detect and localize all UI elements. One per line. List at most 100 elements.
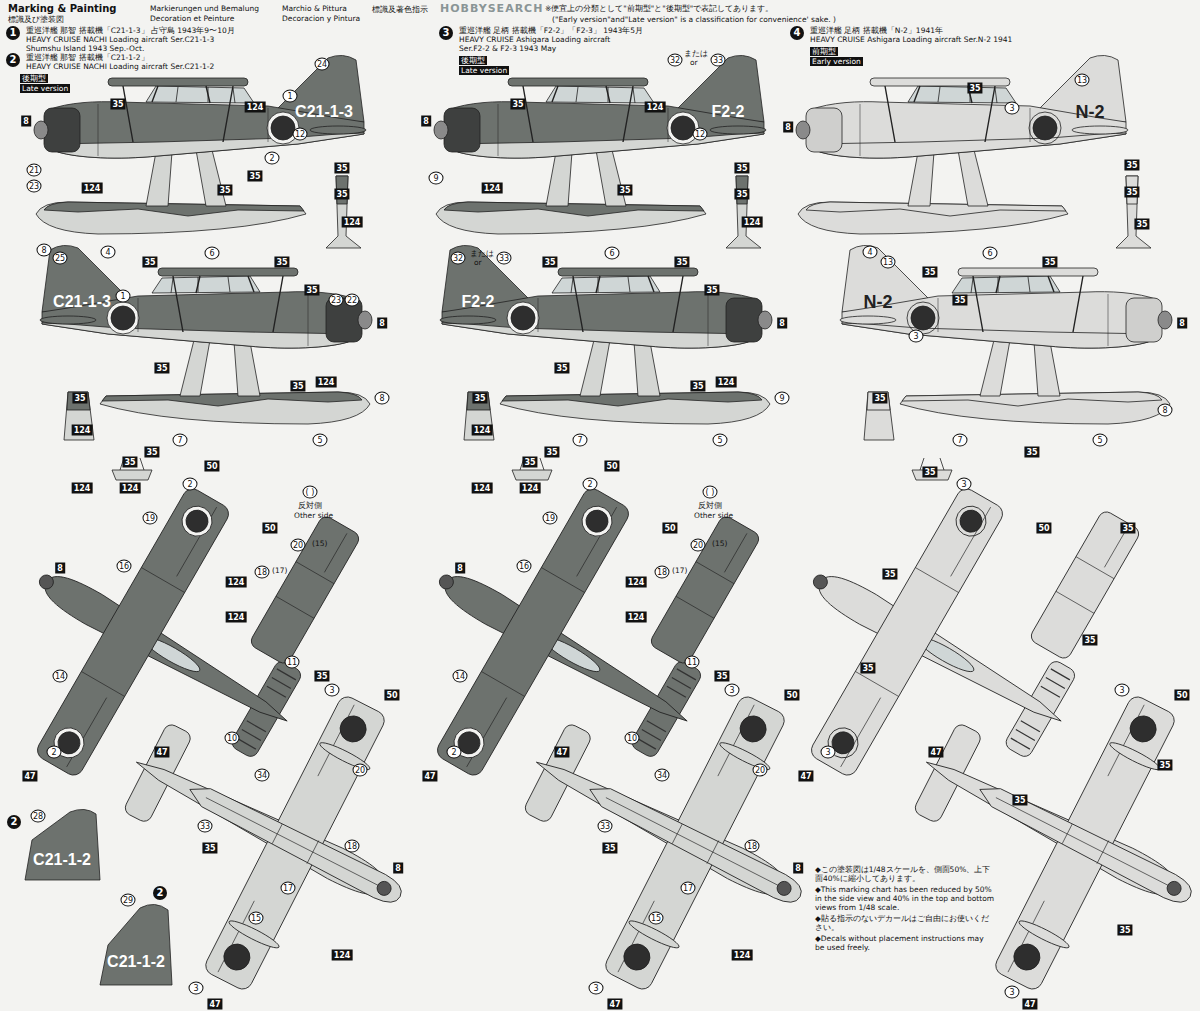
heading-text: 重巡洋艦 足柄 搭載機「N-2」1941年 [810, 27, 943, 36]
paint-number: 47 [928, 747, 943, 758]
side-view [40, 245, 372, 424]
decal-number: 3 [957, 478, 972, 491]
decal-number: 12 [293, 128, 308, 141]
heading-text: または [470, 250, 494, 259]
decal-number: 33 [598, 820, 613, 833]
decal-number: 6 [605, 247, 620, 260]
paint-number: 35 [922, 467, 937, 478]
paint-number: 35 [690, 381, 705, 392]
paint-number: 47 [554, 747, 569, 758]
aircraft-code: N-2 [863, 293, 892, 311]
heading-text: (17) [272, 567, 287, 576]
decal-number: 6 [983, 247, 998, 260]
decal-number: 6 [205, 247, 220, 260]
aircraft-code: N-2 [1075, 103, 1104, 121]
watermark: HOBBYSEARCH [440, 3, 543, 16]
decal-number: 3 [1115, 684, 1130, 697]
footnote: ◆この塗装図は1/48スケールを、側面50%、上下面40%に縮小してあります。 [815, 866, 995, 883]
decal-number: 7 [573, 434, 588, 447]
heading-text: ("Early version"and"Late version" is a c… [552, 16, 836, 25]
paint-number: 47 [607, 998, 622, 1009]
paint-number: 8 [393, 863, 403, 874]
paint-number: 35 [1124, 187, 1139, 198]
other-side-wing [248, 514, 361, 666]
decal-number: 2 [447, 746, 462, 759]
heading-text: 重巡洋艦 足柄 搭載機「F2-2」「F2-3」 1943年5月 [459, 27, 643, 36]
paint-number: 35 [674, 257, 689, 268]
paint-number: 35 [1157, 760, 1172, 771]
decal-number: 22 [345, 294, 360, 307]
decal-number: 8 [37, 244, 52, 257]
paint-number: 124 [332, 950, 353, 961]
paint-number: 35 [1082, 635, 1097, 646]
paint-number: 35 [154, 363, 169, 374]
decal-number: 12 [693, 128, 708, 141]
decal-number: 5 [1093, 434, 1108, 447]
paint-number: 35 [510, 99, 525, 110]
decal-number: 15 [249, 912, 264, 925]
decal-number: 1 [116, 290, 131, 303]
bottom-view [466, 624, 870, 1011]
paint-number: 35 [110, 99, 125, 110]
decal-number: ( ) [303, 486, 318, 499]
aircraft-code: C21-1-2 [107, 954, 165, 970]
side-view [840, 245, 1172, 424]
paint-number: 35 [704, 285, 719, 296]
decal-number: 1 [283, 90, 298, 103]
decal-number: 20 [353, 764, 368, 777]
paint-number: 35 [314, 671, 329, 682]
paint-number: 124 [520, 483, 541, 494]
paint-number: 35 [1134, 219, 1149, 230]
heading-text: or [690, 59, 698, 68]
paint-number: 8 [421, 116, 431, 127]
decal-number: 34 [255, 769, 270, 782]
decal-number: 18 [345, 840, 360, 853]
heading-text: Marchio & Pittura [282, 5, 347, 14]
other-side-wing [648, 514, 761, 666]
paint-number: 35 [860, 663, 875, 674]
paint-number: 50 [784, 690, 799, 701]
decal-number: 14 [453, 670, 468, 683]
heading-text: HEAVY CRUISE NACHI Loading aircraft Ser.… [26, 36, 214, 45]
decal-number: 24 [315, 58, 330, 71]
side-view [34, 55, 366, 234]
decal-number: 2 [183, 478, 198, 491]
decal-number: 9 [775, 392, 790, 405]
paint-number: 47 [22, 771, 37, 782]
paint-number: 35 [472, 393, 487, 404]
scheme-number: 4 [790, 26, 804, 40]
decal-number: 25 [53, 252, 68, 265]
paint-number: 50 [262, 523, 277, 534]
heading-text: Ser.F2-2 & F2-3 1943 May [459, 45, 556, 54]
heading-text: (15) [712, 540, 727, 549]
decal-number: 3 [1005, 986, 1020, 999]
decal-number: ( ) [703, 486, 718, 499]
decal-number: 8 [375, 392, 390, 405]
heading-text: HEAVY CRUISE NACHI Loading aircraft Ser.… [26, 63, 214, 72]
decal-number: 2 [583, 478, 598, 491]
paint-number: 47 [798, 771, 813, 782]
decal-number: 28 [31, 810, 46, 823]
heading-text: 重巡洋艦 那智 搭載機「C21-1-3」 占守島 1943年9〜10月 [26, 27, 235, 36]
decal-number: 5 [713, 434, 728, 447]
paint-number: 124 [342, 217, 363, 228]
decal-number: 16 [117, 560, 132, 573]
heading-text: 標識及び塗装図 [8, 16, 64, 25]
heading-text: 反対側 [698, 502, 722, 511]
decal-number: 33 [497, 252, 512, 265]
paint-number: 35 [247, 171, 262, 182]
paint-number: 35 [334, 189, 349, 200]
paint-number: 35 [72, 393, 87, 404]
paint-number: 124 [72, 425, 93, 436]
paint-number: 8 [55, 563, 65, 574]
heading-text: Shumshu Island 1943 Sep.-Oct. [26, 45, 144, 54]
decal-number: 3 [189, 982, 204, 995]
decal-number: 13 [1075, 74, 1090, 87]
paint-number: 35 [967, 83, 982, 94]
paint-number: 124 [626, 577, 647, 588]
bottom-view [66, 624, 470, 1011]
heading-text: Decoration et Peinture [150, 15, 234, 24]
decal-number: 20 [753, 764, 768, 777]
decal-number: 32 [668, 54, 683, 67]
